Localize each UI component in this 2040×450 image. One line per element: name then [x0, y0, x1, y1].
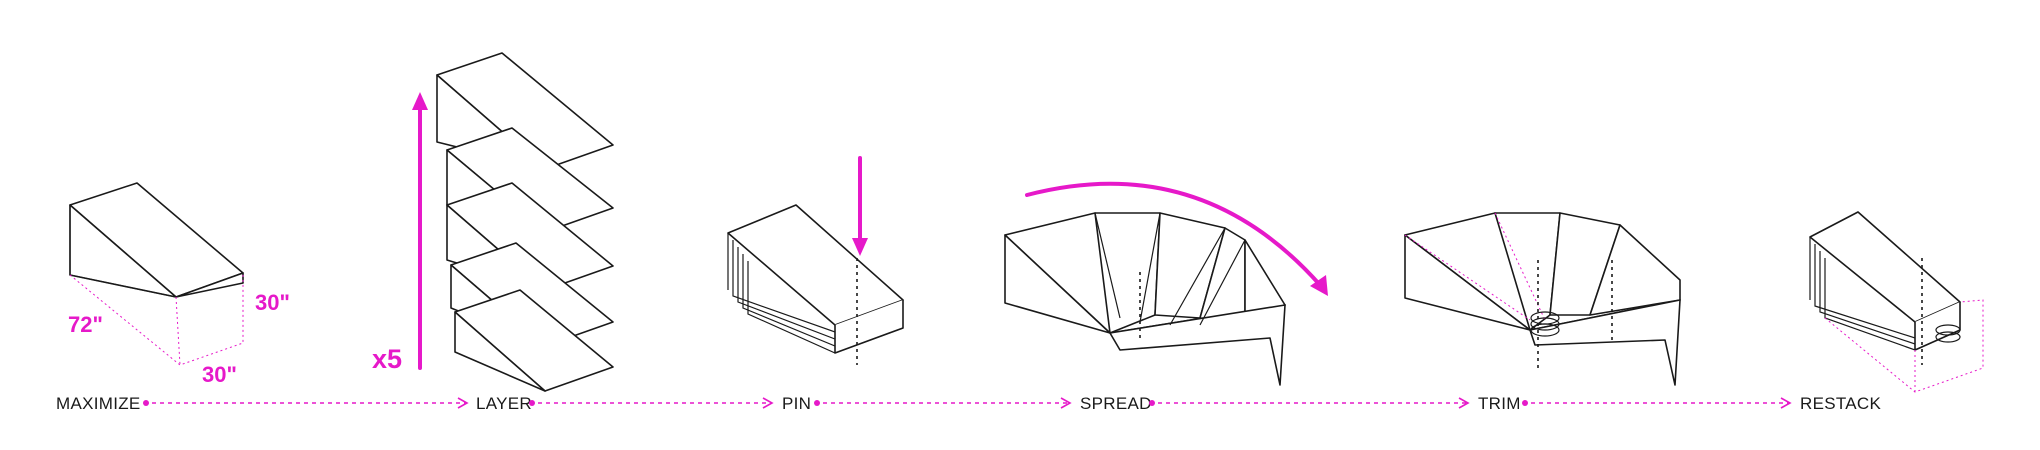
spread-fan	[1004, 181, 1328, 386]
step-label-pin: PIN	[782, 394, 811, 413]
down-arrow-icon	[852, 238, 868, 256]
step-label-maximize: MAXIMIZE	[56, 394, 141, 413]
layer-multiplier: x5	[372, 344, 402, 374]
pin-stack	[727, 156, 904, 365]
step-label-trim: TRIM	[1478, 394, 1521, 413]
step-label-restack: RESTACK	[1800, 394, 1881, 413]
layer-sheet-5	[454, 289, 614, 392]
depth-label: 30"	[202, 362, 237, 387]
up-arrow-icon	[412, 92, 428, 110]
step-connectors	[143, 397, 1792, 409]
step-label-spread: SPREAD	[1080, 394, 1152, 413]
trim-fan	[1404, 212, 1681, 386]
restack-block	[1809, 211, 1984, 393]
height-label: 30"	[255, 290, 290, 315]
layer-stack: x5	[372, 52, 614, 392]
step-labels: MAXIMIZE LAYER PIN SPREAD TRIM RESTACK	[56, 394, 1881, 413]
step-label-layer: LAYER	[476, 394, 532, 413]
curved-arrow-icon	[1310, 275, 1328, 296]
length-label: 72"	[68, 312, 103, 337]
maximize-block: 72" 30" 30"	[68, 182, 290, 387]
